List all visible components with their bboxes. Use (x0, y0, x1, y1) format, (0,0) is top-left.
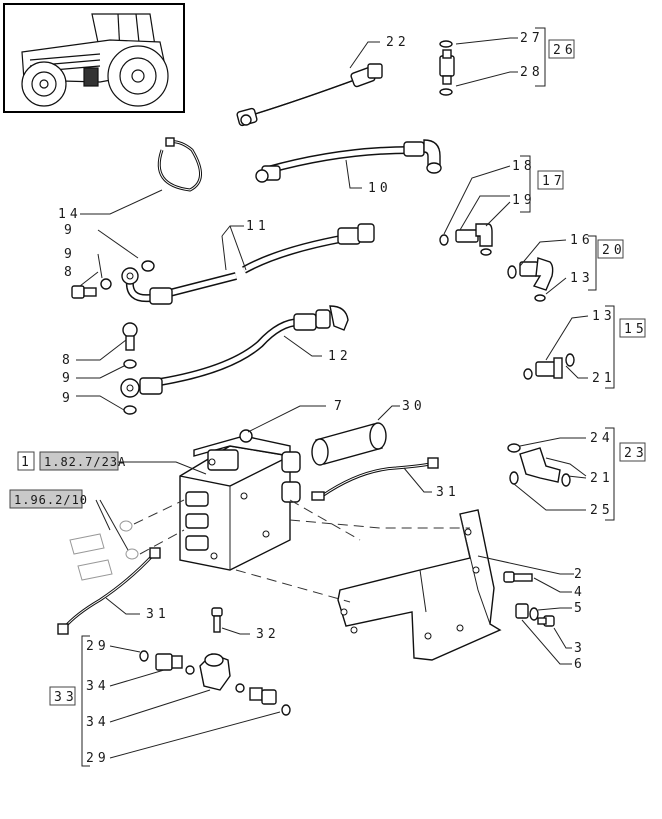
hose-11 (121, 223, 375, 305)
callout-31b: 31 (146, 607, 170, 622)
callout-9b: 9 (64, 247, 76, 262)
callout-29b: 29 (86, 751, 110, 766)
clamp-14 (157, 137, 202, 192)
elbow-17 (439, 223, 493, 256)
callout-15: 15 (624, 322, 648, 337)
callout-3: 3 (574, 641, 586, 656)
callout-19: 19 (512, 193, 536, 208)
callout-23: 23 (624, 446, 648, 461)
callout-9a: 9 (64, 223, 76, 238)
callout-18: 18 (512, 159, 536, 174)
callout-5: 5 (574, 601, 586, 616)
callout-32: 32 (256, 627, 280, 642)
callout-21b: 21 (590, 471, 614, 486)
callout-33: 33 (54, 690, 78, 705)
elbow-20 (507, 257, 554, 302)
screw-32 (211, 607, 223, 633)
hose-12 (120, 305, 349, 398)
callout-31a: 31 (436, 485, 460, 500)
fitting-27-28 (439, 40, 455, 96)
callout-26: 26 (553, 43, 577, 58)
callout-30: 30 (402, 399, 426, 414)
callout-9c: 9 (62, 371, 74, 386)
ref-1-82-7-23a: 1.82.7/23A (44, 455, 126, 469)
tractor-thumbnail (3, 3, 185, 113)
callout-9d: 9 (62, 391, 74, 406)
bolt-8-lower (122, 322, 138, 415)
callout-22: 22 (386, 35, 410, 50)
nut-washer-bolt (515, 603, 555, 627)
fitting-group-33 (139, 650, 291, 716)
callout-4: 4 (574, 585, 586, 600)
callout-7: 7 (334, 399, 346, 414)
callout-25: 25 (590, 503, 614, 518)
callout-11: 11 (246, 219, 270, 234)
callout-14: 14 (58, 207, 82, 222)
callout-16: 16 (570, 233, 594, 248)
callout-29a: 29 (86, 639, 110, 654)
callout-6: 6 (574, 657, 586, 672)
sensor-cable-31-right (311, 457, 439, 501)
callout-28: 28 (520, 65, 544, 80)
callout-27: 27 (520, 31, 544, 46)
callout-34b: 34 (86, 715, 110, 730)
callout-24: 24 (590, 431, 614, 446)
filter-30 (311, 422, 387, 466)
valve-block (179, 429, 301, 571)
callout-17: 17 (542, 174, 566, 189)
callout-10: 10 (368, 181, 392, 196)
sensor-cable-31-left (57, 547, 161, 635)
hose-22 (236, 63, 383, 127)
ref-1-96-2-10: 1.96.2/10 (14, 493, 88, 507)
callout-12: 12 (328, 349, 352, 364)
tee-23 (507, 443, 571, 487)
callout-13b: 13 (592, 309, 616, 324)
hose-10 (255, 139, 442, 183)
bracket-2 (337, 509, 502, 661)
ghost-fittings (69, 520, 139, 581)
callout-8b: 8 (62, 353, 74, 368)
callout-1: 1 (21, 455, 33, 470)
callout-20: 20 (602, 243, 626, 258)
callout-21a: 21 (592, 371, 616, 386)
callout-8a: 8 (64, 265, 76, 280)
bolt-8-upper (71, 278, 112, 299)
callout-13a: 13 (570, 271, 594, 286)
callout-2: 2 (574, 567, 586, 582)
callout-34a: 34 (86, 679, 110, 694)
tractor-icon (21, 13, 169, 107)
bolt-4 (503, 571, 533, 583)
fitting-15 (523, 353, 575, 380)
